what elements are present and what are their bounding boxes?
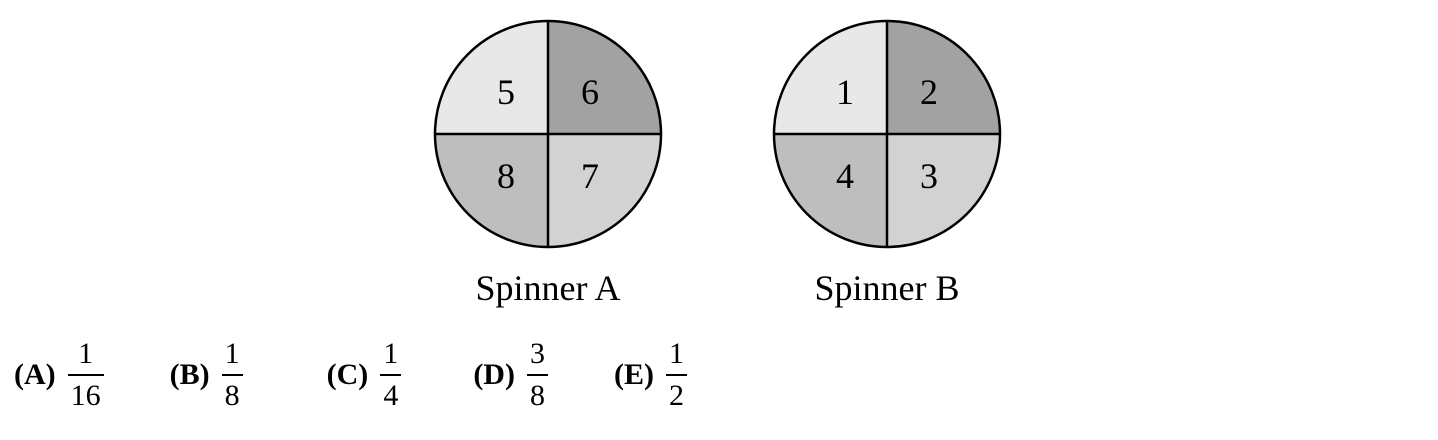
fraction: 1 8 [221, 337, 243, 413]
spinner-sector-bottom-left [435, 134, 548, 247]
spinner-b-caption: Spinner B [814, 268, 960, 308]
fraction-numerator: 1 [383, 337, 399, 370]
spinner-sector-label: 1 [836, 72, 854, 112]
answer-choices: (A) 1 16 (B) 1 8 (C) 1 4 (D) 3 8 (E) 1 2 [14, 330, 687, 420]
choice-letter: (D) [473, 358, 515, 391]
fraction-denominator: 8 [221, 374, 243, 413]
answer-choice-c[interactable]: (C) 1 4 [327, 337, 402, 413]
fraction: 1 2 [665, 337, 687, 413]
answer-choice-a[interactable]: (A) 1 16 [14, 337, 104, 413]
spinner-sector-label: 4 [836, 156, 854, 196]
spinner-sector-label: 5 [497, 72, 515, 112]
spinner-sector-label: 7 [581, 156, 599, 196]
answer-choice-b[interactable]: (B) 1 8 [170, 337, 243, 413]
answer-choice-e[interactable]: (E) 1 2 [614, 337, 687, 413]
spinner-sector-top-right [548, 21, 661, 134]
fraction-denominator: 16 [67, 374, 104, 413]
spinner-sector-top-right [887, 21, 1000, 134]
choice-letter: (A) [14, 358, 56, 391]
spinner-sector-label: 3 [920, 156, 938, 196]
answer-choice-d[interactable]: (D) 3 8 [473, 337, 548, 413]
fraction-numerator: 1 [224, 337, 240, 370]
spinner-sector-bottom-left [774, 134, 887, 247]
spinner-b: 1 2 3 4 [772, 19, 1002, 249]
choice-letter: (B) [169, 358, 210, 391]
spinner-sector-label: 8 [497, 156, 515, 196]
choice-letter: (C) [326, 358, 369, 391]
fraction-numerator: 1 [78, 337, 94, 370]
spinner-sector-top-left [435, 21, 548, 134]
fraction-denominator: 4 [380, 374, 402, 413]
fraction-denominator: 2 [665, 374, 687, 413]
fraction-numerator: 3 [529, 337, 545, 370]
spinner-sector-bottom-right [548, 134, 661, 247]
fraction: 3 8 [526, 337, 548, 413]
fraction: 1 16 [67, 337, 104, 413]
spinner-sector-bottom-right [887, 134, 1000, 247]
fraction: 1 4 [380, 337, 402, 413]
spinner-a: 5 6 7 8 [433, 19, 663, 249]
fraction-denominator: 8 [526, 374, 548, 413]
spinner-a-caption: Spinner A [475, 268, 621, 308]
fraction-numerator: 1 [668, 337, 684, 370]
spinner-sector-label: 6 [581, 72, 599, 112]
spinner-sector-top-left [774, 21, 887, 134]
spinner-sector-label: 2 [920, 72, 938, 112]
choice-letter: (E) [613, 358, 654, 391]
